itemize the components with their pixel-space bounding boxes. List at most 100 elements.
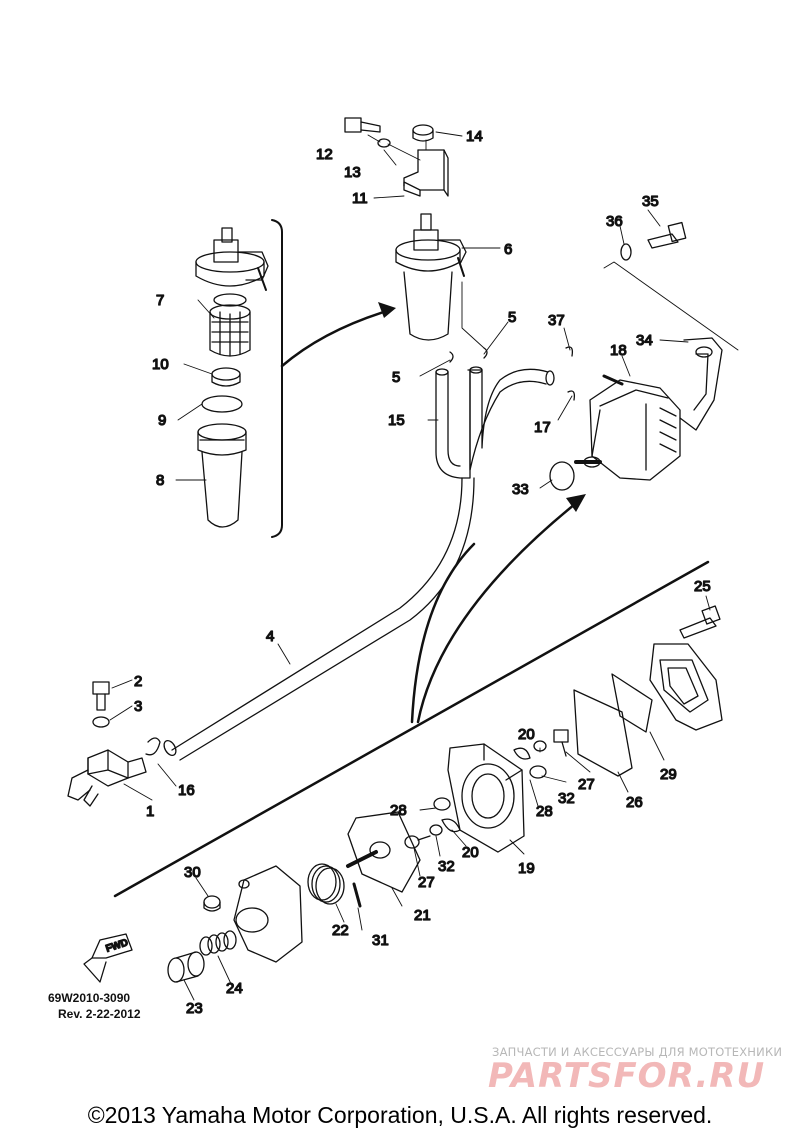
callout-numbers: 1 2 3 4 5 5 6 7 8 9 10 11 12 13 14 15 16…: [133, 127, 711, 1017]
filter-cup: [197, 423, 247, 528]
callout-number: 5: [508, 309, 516, 326]
leader-path: [603, 261, 739, 351]
callout-number: 3: [134, 698, 142, 715]
callout-number: 6: [504, 241, 512, 258]
callout-number: 1: [146, 803, 154, 820]
nut: [203, 895, 221, 912]
filter-bracket: [403, 149, 449, 197]
callout-number: 28: [390, 802, 407, 819]
callout-number: 11: [352, 190, 368, 207]
callout-number: 30: [184, 864, 201, 881]
hose-clip: [483, 347, 488, 359]
callout-number: 18: [610, 342, 627, 359]
callout-number: 5: [392, 369, 400, 386]
callout-number: 12: [316, 146, 333, 163]
callout-number: 33: [512, 481, 529, 498]
callout-number: 22: [332, 922, 349, 939]
diaphragm: [573, 689, 633, 777]
callout-number: 17: [534, 419, 551, 436]
arrow-curve: [410, 542, 476, 724]
callout-number: 15: [388, 412, 405, 429]
washer: [429, 824, 443, 836]
pump-body: [447, 743, 525, 853]
callout-number: 19: [518, 860, 535, 877]
gasket-small: [611, 673, 653, 733]
valve: [441, 818, 461, 833]
callout-number: 21: [414, 907, 431, 924]
fwd-arrow-icon: [83, 933, 133, 983]
clip: [565, 346, 574, 357]
fuel-joint: [67, 749, 147, 807]
leader-lines: [109, 131, 711, 1001]
spring: [199, 930, 237, 956]
washer: [529, 765, 547, 779]
fuel-filter-assembly: [395, 213, 467, 341]
washer: [92, 716, 110, 728]
callout-number: 29: [660, 766, 677, 783]
ring-nut: [211, 367, 241, 387]
divider-line: [113, 560, 710, 898]
screw: [553, 729, 569, 757]
o-ring: [549, 461, 575, 491]
callout-number: 26: [626, 794, 643, 811]
callout-number: 14: [466, 128, 483, 145]
callout-number: 10: [152, 356, 169, 373]
callout-number: 35: [642, 193, 659, 210]
arrow-curve: [280, 308, 392, 368]
callout-number: 34: [636, 332, 653, 349]
clip: [567, 390, 576, 401]
callout-number: 25: [694, 578, 711, 595]
watermark-tagline: ЗАПЧАСТИ И АКСЕССУАРЫ ДЛЯ МОТОТЕХНИКИ: [492, 1045, 783, 1059]
callout-number: 20: [462, 844, 479, 861]
callout-number: 28: [536, 803, 553, 820]
reference-code: 69W2010-3090: [48, 991, 131, 1005]
cap: [167, 951, 205, 983]
callout-number: 7: [156, 292, 164, 309]
bolt: [647, 221, 687, 249]
pump-housing: [233, 865, 303, 963]
spring: [307, 863, 345, 905]
bolt: [344, 117, 381, 133]
revision-date: Rev. 2-22-2012: [58, 1007, 141, 1021]
callout-number: 37: [548, 312, 565, 329]
washer: [620, 243, 632, 261]
callout-number: 27: [578, 776, 595, 793]
pump-bracket: [679, 337, 723, 431]
callout-number: 20: [518, 726, 535, 743]
filter-head-left: [195, 227, 269, 307]
pin: [352, 882, 362, 908]
callout-number: 13: [344, 164, 361, 181]
callout-number: 4: [266, 628, 274, 645]
valve: [513, 747, 531, 760]
callout-number: 32: [438, 858, 455, 875]
callout-number: 16: [178, 782, 195, 799]
arrow-curve: [416, 498, 582, 724]
callout-number: 32: [558, 790, 575, 807]
callout-number: 31: [372, 932, 389, 949]
callout-number: 27: [418, 874, 435, 891]
nut: [412, 124, 434, 142]
pump-cover: [649, 643, 723, 731]
bracket-filter-exploded: [271, 219, 283, 538]
copyright-notice: ©2013 Yamaha Motor Corporation, U.S.A. A…: [87, 1102, 713, 1128]
hose-clip: [145, 737, 161, 756]
diaphragm-plate: [346, 811, 421, 893]
o-ring: [201, 395, 243, 413]
fuel-pump-assembly: [574, 374, 681, 481]
nut: [433, 797, 451, 811]
callout-number: 24: [226, 980, 243, 997]
fuel-hose-joint: [435, 366, 555, 479]
arrow-head: [378, 302, 396, 318]
washer: [377, 138, 391, 148]
callout-number: 8: [156, 472, 164, 489]
callout-number: 36: [606, 213, 623, 230]
watermark-logo: PARTSFOR.RU: [488, 1056, 766, 1096]
callout-number: 2: [134, 673, 142, 690]
filter-element: [209, 304, 251, 357]
diagram-reference: 69W2010-3090 Rev. 2-22-2012: [48, 990, 141, 1022]
callout-number: 23: [186, 1000, 203, 1017]
screw: [679, 605, 721, 639]
callout-number: 9: [158, 412, 166, 429]
